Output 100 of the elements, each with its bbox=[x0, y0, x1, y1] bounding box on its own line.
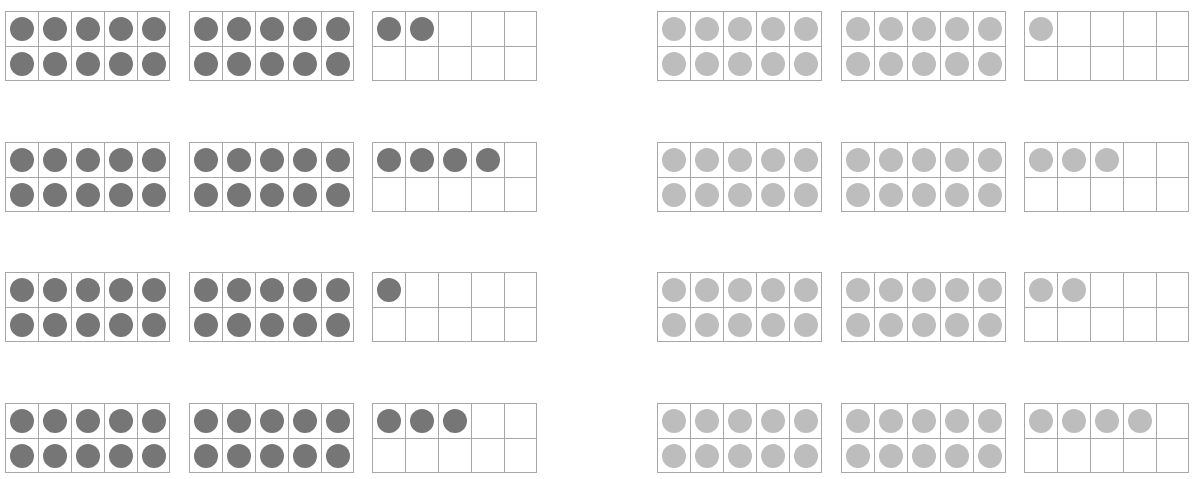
counter-dot bbox=[845, 16, 870, 41]
ten-frame bbox=[657, 272, 822, 342]
counter-dot bbox=[1028, 277, 1053, 302]
ten-frame bbox=[189, 403, 354, 473]
ten-frame bbox=[189, 272, 354, 342]
ten-frame bbox=[5, 272, 170, 342]
counter-dot bbox=[878, 312, 903, 337]
counter-dot bbox=[42, 51, 67, 76]
counter-dot bbox=[845, 51, 870, 76]
counter-dot bbox=[878, 16, 903, 41]
counter-dot bbox=[259, 277, 284, 302]
counter-dot bbox=[694, 277, 719, 302]
counter-dot bbox=[226, 182, 251, 207]
ten-frame bbox=[657, 11, 822, 81]
counter-dot bbox=[661, 182, 686, 207]
counter-dot bbox=[977, 147, 1002, 172]
counter-dot bbox=[292, 147, 317, 172]
counter-dot bbox=[911, 51, 936, 76]
counter-dot bbox=[376, 16, 401, 41]
counter-dot bbox=[42, 147, 67, 172]
counter-dot bbox=[193, 277, 218, 302]
ten-frame bbox=[372, 11, 537, 81]
counter-dot bbox=[325, 182, 350, 207]
counter-dot bbox=[292, 408, 317, 433]
counter-dot bbox=[325, 277, 350, 302]
ten-frame bbox=[657, 142, 822, 212]
counter-dot bbox=[193, 312, 218, 337]
counter-dot bbox=[325, 51, 350, 76]
counter-dot bbox=[108, 51, 133, 76]
counter-dot bbox=[75, 312, 100, 337]
counter-dot bbox=[977, 51, 1002, 76]
counter-dot bbox=[727, 147, 752, 172]
counter-dot bbox=[325, 147, 350, 172]
counter-dot bbox=[325, 408, 350, 433]
counter-dot bbox=[694, 147, 719, 172]
counter-dot bbox=[793, 408, 818, 433]
counter-dot bbox=[9, 51, 34, 76]
counter-dot bbox=[108, 147, 133, 172]
ten-frame bbox=[1024, 11, 1189, 81]
counter-dot bbox=[727, 312, 752, 337]
counter-dot bbox=[292, 51, 317, 76]
counter-dot bbox=[9, 16, 34, 41]
counter-dot bbox=[9, 443, 34, 468]
ten-frame bbox=[372, 403, 537, 473]
counter-dot bbox=[845, 182, 870, 207]
counter-dot bbox=[1061, 408, 1086, 433]
counter-dot bbox=[193, 408, 218, 433]
counter-dot bbox=[9, 147, 34, 172]
counter-dot bbox=[845, 408, 870, 433]
counter-dot bbox=[259, 16, 284, 41]
ten-frame bbox=[657, 403, 822, 473]
counter-dot bbox=[75, 16, 100, 41]
counter-dot bbox=[727, 16, 752, 41]
counter-dot bbox=[409, 147, 434, 172]
counter-dot bbox=[193, 147, 218, 172]
counter-dot bbox=[325, 16, 350, 41]
counter-dot bbox=[108, 312, 133, 337]
counter-dot bbox=[141, 277, 166, 302]
counter-dot bbox=[911, 312, 936, 337]
counter-dot bbox=[661, 16, 686, 41]
counter-dot bbox=[259, 182, 284, 207]
counter-dot bbox=[944, 51, 969, 76]
counter-dot bbox=[259, 408, 284, 433]
counter-dot bbox=[661, 51, 686, 76]
counter-dot bbox=[944, 147, 969, 172]
ten-frame bbox=[1024, 272, 1189, 342]
counter-dot bbox=[793, 51, 818, 76]
counter-dot bbox=[977, 277, 1002, 302]
counter-dot bbox=[409, 16, 434, 41]
counter-dot bbox=[325, 312, 350, 337]
counter-dot bbox=[108, 182, 133, 207]
counter-dot bbox=[141, 182, 166, 207]
counter-dot bbox=[141, 443, 166, 468]
counter-dot bbox=[75, 277, 100, 302]
counter-dot bbox=[944, 408, 969, 433]
counter-dot bbox=[845, 277, 870, 302]
ten-frame bbox=[5, 142, 170, 212]
ten-frame bbox=[841, 272, 1006, 342]
counter-dot bbox=[226, 408, 251, 433]
counter-dot bbox=[75, 147, 100, 172]
counter-dot bbox=[325, 443, 350, 468]
counter-dot bbox=[193, 182, 218, 207]
ten-frame bbox=[5, 11, 170, 81]
counter-dot bbox=[108, 277, 133, 302]
counter-dot bbox=[42, 312, 67, 337]
ten-frame bbox=[841, 142, 1006, 212]
counter-dot bbox=[727, 277, 752, 302]
counter-dot bbox=[727, 182, 752, 207]
ten-frame bbox=[189, 142, 354, 212]
counter-dot bbox=[727, 51, 752, 76]
ten-frame bbox=[841, 11, 1006, 81]
counter-dot bbox=[1028, 16, 1053, 41]
counter-dot bbox=[760, 277, 785, 302]
counter-dot bbox=[878, 51, 903, 76]
counter-dot bbox=[977, 408, 1002, 433]
counter-dot bbox=[75, 443, 100, 468]
counter-dot bbox=[661, 147, 686, 172]
counter-dot bbox=[944, 182, 969, 207]
counter-dot bbox=[292, 182, 317, 207]
counter-dot bbox=[911, 16, 936, 41]
